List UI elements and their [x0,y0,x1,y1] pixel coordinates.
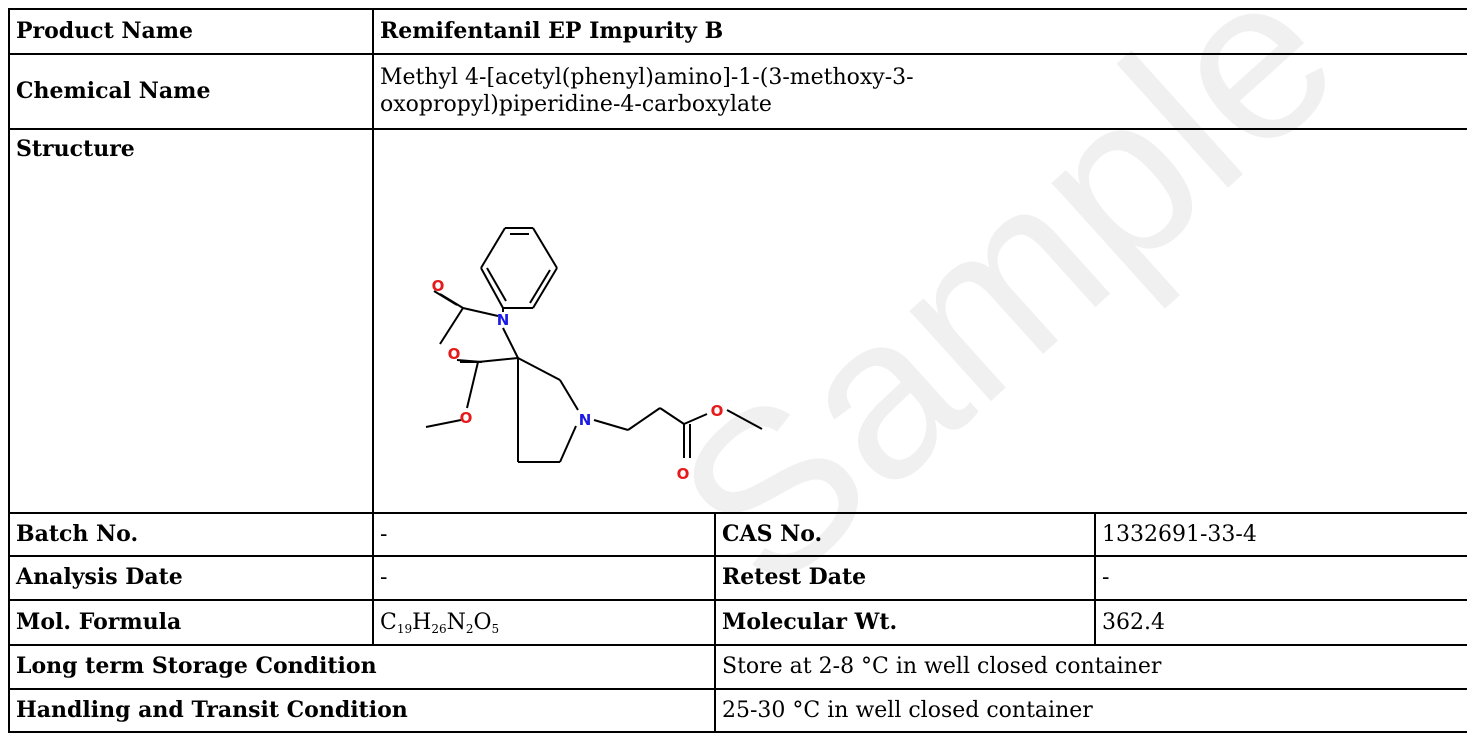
structure-bonds [425,226,763,463]
bond-line [425,418,462,428]
batch-no-label: Batch No. [8,511,374,558]
row-analysis: Analysis Date - Retest Date - [8,555,1467,601]
cas-no-value: 1332691-33-4 [1094,511,1467,558]
atom-label: O [432,277,445,295]
coa-table: Product Name Remifentanil EP Impurity B … [8,8,1467,733]
product-name-label: Product Name [8,8,374,55]
bond-line [559,379,579,411]
bond-line [726,408,763,430]
analysis-date-label: Analysis Date [8,555,374,601]
bond-line [593,418,629,431]
molecular-weight-value: 362.4 [1094,598,1467,647]
bond-line [480,267,504,309]
storage-label: Long term Storage Condition [8,644,716,690]
atom-label: O [677,465,690,483]
bond-line [480,227,506,269]
structure-cell: O N O O N O O [372,127,1467,514]
handling-value: 25-30 °C in well closed container [714,687,1467,733]
bond-line [517,356,561,381]
product-name-value: Remifentanil EP Impurity B [372,8,1467,55]
retest-date-value: - [1094,555,1467,601]
bond-line [486,267,507,302]
mol-formula-value: C19H26N2O5 [372,598,716,647]
row-product-name: Product Name Remifentanil EP Impurity B [8,8,1467,55]
mol-formula-label: Mol. Formula [8,598,374,647]
atom-label: N [579,411,592,429]
atom-label: O [460,409,473,427]
analysis-date-value: - [372,555,716,601]
bond-line [627,406,661,431]
chemical-name-label: Chemical Name [8,52,374,130]
row-structure: Structure O N O O N O O [8,127,1467,514]
bond-line [466,361,479,408]
row-formula: Mol. Formula C19H26N2O5 Molecular Wt. 36… [8,598,1467,647]
chemical-name-value: Methyl 4-[acetyl(phenyl)amino]-1-(3-meth… [372,52,1467,130]
cas-no-label: CAS No. [714,511,1096,558]
bond-line [502,327,519,359]
bond-line [659,406,685,425]
bond-line [439,307,464,345]
row-handling: Handling and Transit Condition 25-30 °C … [8,687,1467,733]
bond-line [462,306,499,317]
atom-label: N [497,311,510,329]
bond-line [559,425,577,463]
molecular-weight-label: Molecular Wt. [714,598,1096,647]
handling-label: Handling and Transit Condition [8,687,716,733]
retest-date-label: Retest Date [714,555,1096,601]
bond-line [532,267,558,309]
bond-line [456,358,483,363]
atom-label: O [448,345,461,363]
bond-line [529,269,551,304]
storage-value: Store at 2-8 °C in well closed container [714,644,1467,690]
atom-label: O [711,402,724,420]
row-storage: Long term Storage Condition Store at 2-8… [8,644,1467,690]
row-batch: Batch No. - CAS No. 1332691-33-4 [8,511,1467,558]
bond-line [532,227,558,269]
batch-no-value: - [372,511,716,558]
bond-line [477,356,519,363]
chemical-structure-image: O N O O N O O [425,226,763,483]
bond-line [683,412,708,425]
row-chemical-name: Chemical Name Methyl 4-[acetyl(phenyl)am… [8,52,1467,130]
bond-line [433,289,458,306]
structure-label: Structure [8,127,374,514]
